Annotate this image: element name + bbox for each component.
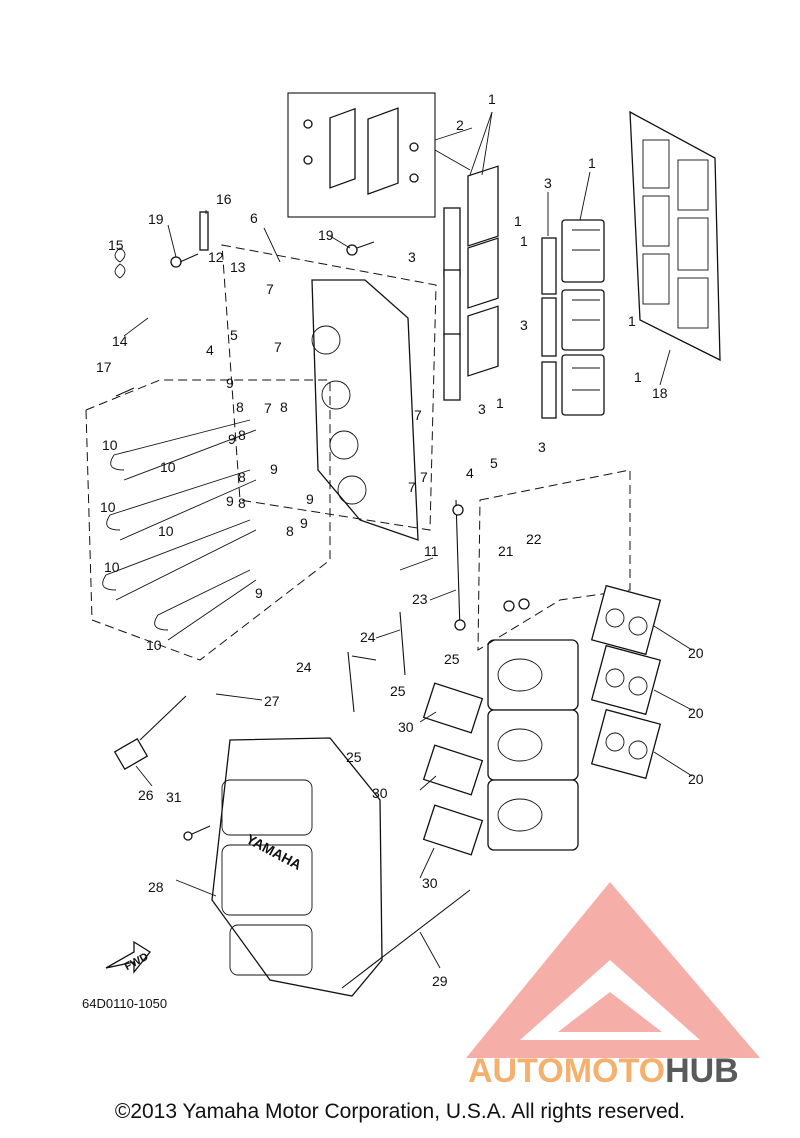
callout-7: 7	[414, 407, 422, 423]
carb-gaskets	[590, 584, 662, 780]
callout-31: 31	[166, 789, 182, 805]
callout-23: 23	[412, 591, 428, 607]
callout-25: 25	[390, 683, 406, 699]
callout-11: 11	[424, 543, 439, 559]
callout-7: 7	[420, 469, 428, 485]
callout-13: 13	[230, 259, 246, 275]
callout-6: 6	[250, 210, 258, 226]
callout-8: 8	[280, 399, 288, 415]
callout-10: 10	[158, 523, 174, 539]
callout-10: 10	[146, 637, 162, 653]
callout-25: 25	[444, 651, 460, 667]
callout-17: 17	[96, 359, 112, 375]
callout-8: 8	[236, 399, 244, 415]
callout-10: 10	[104, 559, 120, 575]
callout-16: 16	[216, 191, 232, 207]
callout-7: 7	[264, 400, 272, 416]
silencer-gaskets	[422, 682, 484, 856]
manifold-gasket	[629, 110, 721, 362]
callout-9: 9	[270, 461, 278, 477]
callout-7: 7	[266, 281, 274, 297]
leader-lines	[123, 111, 693, 969]
callout-labels: 1 1 1 1 1 1 1 2 3 3 3 3 3 4 4 5 5 6 7 7 …	[96, 91, 704, 989]
reed-valve-stack-right	[541, 219, 605, 419]
callout-8: 8	[286, 523, 294, 539]
copyright-notice: ©2013 Yamaha Motor Corporation, U.S.A. A…	[114, 1100, 686, 1123]
callout-19: 19	[148, 211, 164, 227]
callout-2: 2	[456, 117, 464, 133]
callout-3: 3	[520, 317, 528, 333]
callout-1: 1	[514, 213, 522, 229]
callout-3: 3	[538, 439, 546, 455]
callout-9: 9	[300, 515, 308, 531]
callout-1: 1	[588, 155, 596, 171]
throttle-bodies	[477, 469, 631, 851]
callout-21: 21	[498, 543, 514, 559]
callout-14: 14	[112, 333, 128, 349]
callout-28: 28	[148, 879, 164, 895]
intake-manifold	[221, 244, 437, 541]
callout-1: 1	[488, 91, 496, 107]
callout-1: 1	[496, 395, 504, 411]
callout-20: 20	[688, 771, 704, 787]
callout-9: 9	[228, 431, 236, 447]
callout-15: 15	[108, 237, 124, 253]
callout-5: 5	[230, 327, 238, 343]
callout-9: 9	[226, 375, 234, 391]
callout-26: 26	[138, 787, 154, 803]
callout-30: 30	[422, 875, 438, 891]
callout-3: 3	[408, 249, 416, 265]
callout-7: 7	[408, 479, 416, 495]
callout-4: 4	[466, 465, 474, 481]
callout-18: 18	[652, 385, 668, 401]
callout-30: 30	[372, 785, 388, 801]
callout-5: 5	[490, 455, 498, 471]
watermark-text-primary: AUTOMOTO	[468, 1052, 666, 1090]
callout-30: 30	[398, 719, 414, 735]
callout-1: 1	[628, 313, 636, 329]
callout-8: 8	[238, 495, 246, 511]
callout-1: 1	[634, 369, 642, 385]
callout-22: 22	[526, 531, 542, 547]
callout-10: 10	[160, 459, 176, 475]
callout-9: 9	[226, 493, 234, 509]
callout-8: 8	[238, 427, 246, 443]
callout-27: 27	[264, 693, 280, 709]
inset-detail-box	[287, 92, 471, 218]
watermark-text-secondary: HUB	[665, 1052, 739, 1090]
hose-loops	[85, 379, 331, 661]
callout-7: 7	[274, 339, 282, 355]
callout-1: 1	[520, 233, 528, 249]
callout-10: 10	[100, 499, 116, 515]
silencer-cover: YAMAHA	[211, 737, 383, 997]
callout-3: 3	[544, 175, 552, 191]
callout-9: 9	[255, 585, 263, 601]
callout-9: 9	[306, 491, 314, 507]
callout-4: 4	[206, 342, 214, 358]
hardware-parts	[105, 211, 530, 989]
watermark-logo-text: AUTOMOTOHUB	[468, 1052, 739, 1091]
reed-valve-stack-left	[443, 165, 499, 401]
callout-10: 10	[102, 437, 118, 453]
callout-20: 20	[688, 645, 704, 661]
drawing-code: 64D0110-1050	[82, 996, 168, 1011]
fwd-arrow-icon	[105, 940, 151, 974]
watermark-triangle-icon	[466, 882, 760, 1058]
callout-24: 24	[296, 659, 312, 675]
callout-24: 24	[360, 629, 376, 645]
callout-25: 25	[346, 749, 362, 765]
callout-12: 12	[208, 249, 224, 265]
callout-29: 29	[432, 973, 448, 989]
callout-8: 8	[238, 469, 246, 485]
callout-20: 20	[688, 705, 704, 721]
callout-19: 19	[318, 227, 334, 243]
callout-3: 3	[478, 401, 486, 417]
